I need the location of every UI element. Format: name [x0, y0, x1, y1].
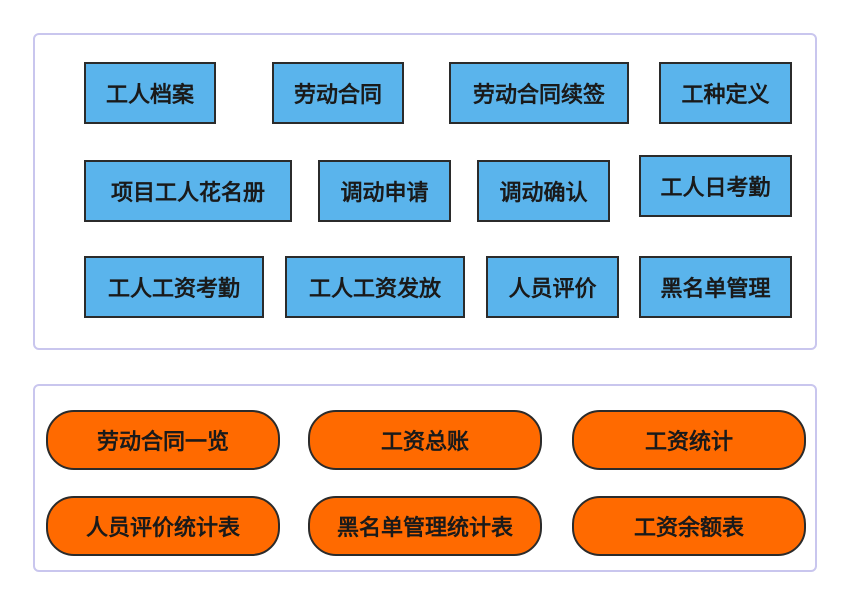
module-blacklist-management[interactable]: 黑名单管理 [639, 256, 792, 318]
module-project-worker-roster[interactable]: 项目工人花名册 [84, 160, 292, 222]
module-wage-attendance[interactable]: 工人工资考勤 [84, 256, 264, 318]
report-wage-statistics[interactable]: 工资统计 [572, 410, 806, 470]
module-daily-attendance[interactable]: 工人日考勤 [639, 155, 792, 217]
module-contract-renewal[interactable]: 劳动合同续签 [449, 62, 629, 124]
report-evaluation-statistics[interactable]: 人员评价统计表 [46, 496, 280, 556]
report-contract-overview[interactable]: 劳动合同一览 [46, 410, 280, 470]
module-job-type-definition[interactable]: 工种定义 [659, 62, 792, 124]
module-transfer-confirm[interactable]: 调动确认 [477, 160, 610, 222]
report-wage-balance[interactable]: 工资余额表 [572, 496, 806, 556]
module-labor-contract[interactable]: 劳动合同 [272, 62, 404, 124]
module-transfer-request[interactable]: 调动申请 [318, 160, 451, 222]
module-worker-archive[interactable]: 工人档案 [84, 62, 216, 124]
report-wage-ledger[interactable]: 工资总账 [308, 410, 542, 470]
module-wage-payment[interactable]: 工人工资发放 [285, 256, 465, 318]
report-blacklist-statistics[interactable]: 黑名单管理统计表 [308, 496, 542, 556]
module-personnel-evaluation[interactable]: 人员评价 [486, 256, 619, 318]
